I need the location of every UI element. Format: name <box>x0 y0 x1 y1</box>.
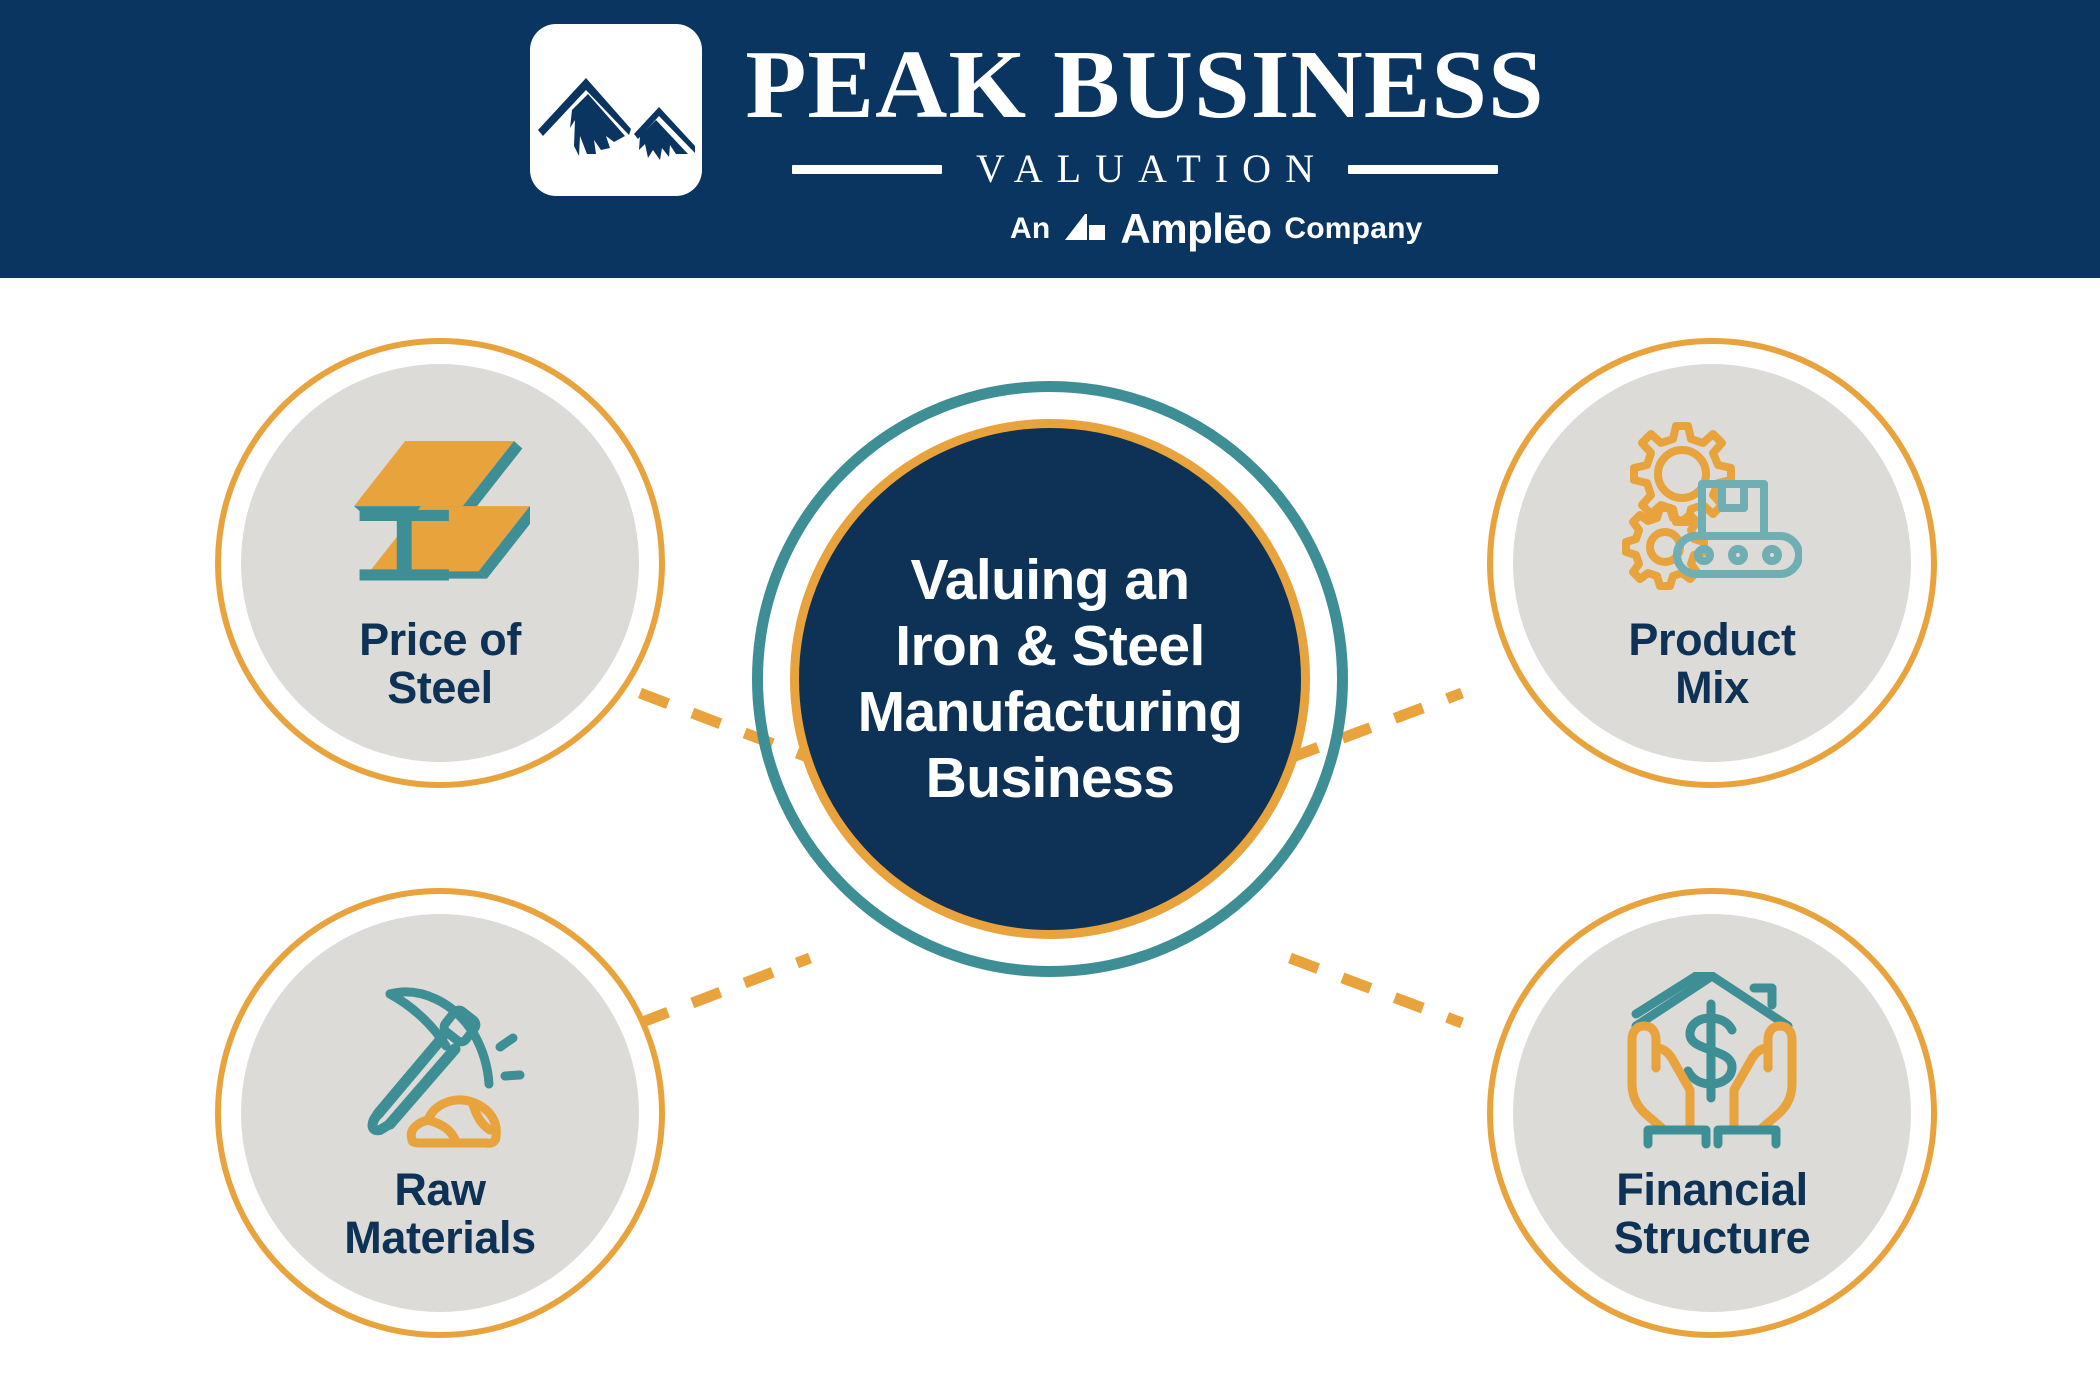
brand-name-primary: PEAK BUSINESS <box>745 31 1545 139</box>
node-disc: Raw Materials <box>241 914 639 1312</box>
wordmark-rule-left <box>792 164 943 174</box>
node-product-mix[interactable]: Product Mix <box>1487 338 1937 788</box>
node-financial-structure[interactable]: Financial Structure <box>1487 888 1937 1338</box>
node-ring <box>215 888 665 1338</box>
pickaxe-and-ore-icon <box>345 972 535 1152</box>
brand-name-secondary-row: VALUATION <box>735 148 1555 190</box>
node-label: Raw Materials <box>344 1164 536 1264</box>
tagline-brand: Amplēo <box>1120 205 1272 252</box>
hub-inner-disc: Valuing an Iron & Steel Manufacturing Bu… <box>790 419 1310 939</box>
node-label: Financial Structure <box>1613 1164 1811 1264</box>
center-hub[interactable]: Valuing an Iron & Steel Manufacturing Bu… <box>752 381 1348 977</box>
hands-holding-dollar-under-roof-icon <box>1617 972 1807 1152</box>
infographic-diagram: Price of Steel <box>0 278 2100 1400</box>
node-disc: Price of Steel <box>241 364 639 762</box>
node-ring <box>1487 338 1937 788</box>
node-disc: Financial Structure <box>1513 914 1911 1312</box>
hub-title: Valuing an Iron & Steel Manufacturing Bu… <box>857 547 1243 811</box>
node-ring <box>1487 888 1937 1338</box>
node-raw-materials[interactable]: Raw Materials <box>215 888 665 1338</box>
ampleo-mark-icon <box>1063 210 1107 249</box>
hub-outer-ring <box>752 381 1348 977</box>
node-ring <box>215 338 665 788</box>
node-price-of-steel[interactable]: Price of Steel <box>215 338 665 788</box>
node-disc: Product Mix <box>1513 364 1911 762</box>
node-label: Price of Steel <box>359 614 521 714</box>
mountain-peak-logo-icon <box>530 24 702 196</box>
node-label: Product Mix <box>1628 614 1796 714</box>
brand-name-secondary: VALUATION <box>976 146 1328 191</box>
tagline-suffix: Company <box>1284 212 1423 245</box>
gears-conveyor-box-icon <box>1617 422 1807 602</box>
wordmark-rule-right <box>1347 164 1498 174</box>
tagline-prefix: An <box>1010 212 1051 245</box>
logo-cluster: PEAK BUSINESS VALUATION An Amplēo Compan… <box>530 0 1570 278</box>
brand-header-band: PEAK BUSINESS VALUATION An Amplēo Compan… <box>0 0 2100 278</box>
steel-i-beam-icon <box>345 422 535 602</box>
parent-company-tagline: An Amplēo Company <box>1010 205 1423 253</box>
